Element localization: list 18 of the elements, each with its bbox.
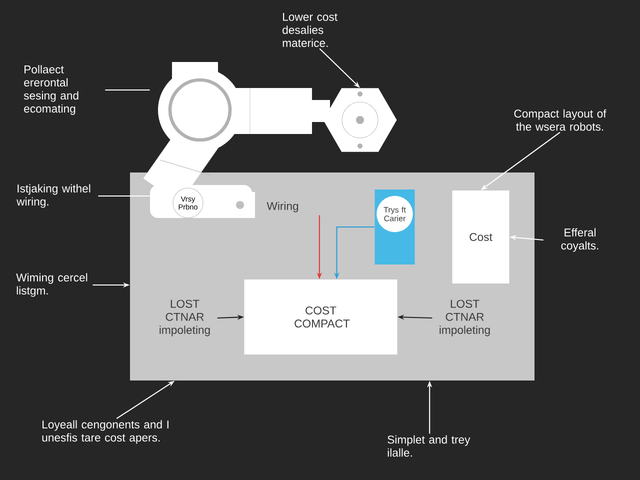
node-label: LOST CTNAR impoleting xyxy=(440,300,490,336)
callout-text: Lower cost desalies materice. xyxy=(282,12,338,48)
callout-text: Compact layout of the wsera robots. xyxy=(514,109,606,131)
callout-text: Wiming cercel listgm. xyxy=(16,273,88,297)
leader-line xyxy=(98,195,150,197)
part-label: Wiring xyxy=(266,202,298,212)
module-box: Trys ft Carier xyxy=(374,190,415,264)
gripper-drawing xyxy=(323,88,397,152)
callout-text: Simplet and trey ilalle. xyxy=(388,435,470,457)
callout-text: Pollaect ererontal sesing and ecomating xyxy=(24,65,78,115)
process-box: COST COMPACT xyxy=(244,280,398,354)
robot-arm-drawing xyxy=(143,62,330,218)
callout-text: Loyeall cengonents and I unesfis tare cost apers. xyxy=(42,420,168,444)
process-box: Cost xyxy=(452,190,510,284)
node-label: LOST CTNAR impoleting xyxy=(160,300,210,336)
callout-text: Istjaking withel wiring. xyxy=(16,184,90,208)
leader-line xyxy=(105,89,150,91)
callout-text: Efferal coyalts. xyxy=(561,228,598,252)
